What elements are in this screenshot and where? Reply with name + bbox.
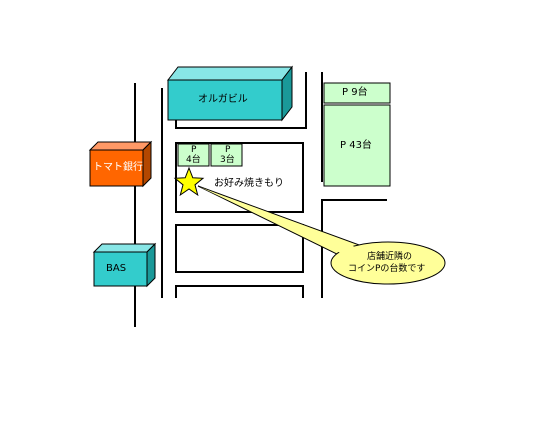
parking-lot-4-count: 4台 (186, 155, 201, 165)
building-bas (92, 242, 157, 288)
parking-lot-3 (210, 143, 243, 167)
shop-name-label: お好み焼きもり (214, 178, 284, 189)
star-icon (173, 166, 205, 197)
road-right-corner (321, 199, 387, 298)
building-olga (166, 65, 294, 122)
parking-lot-43 (323, 104, 391, 187)
block-middle (175, 224, 304, 273)
building-tomato-bank-label: トマト銀行 (93, 162, 143, 173)
callout-line1: 店舗近隣の (367, 252, 413, 262)
block-bottom-outline (175, 285, 304, 298)
parking-lot-3-p: P (225, 145, 231, 155)
building-tomato-bank (88, 140, 153, 188)
callout-line2: コインPの台数です (348, 264, 426, 274)
building-bas-label: BAS (106, 263, 127, 274)
parking-lot-4 (177, 143, 210, 167)
parking-lot-9-label: P 9台 (342, 87, 368, 98)
parking-lot-4-p: P (191, 145, 197, 155)
parking-lot-9 (323, 82, 391, 104)
building-olga-label: オルガビル (198, 94, 248, 105)
callout-shape (197, 185, 446, 285)
parking-lot-43-label: P 43台 (340, 140, 372, 151)
parking-lot-3-count: 3台 (220, 155, 235, 165)
